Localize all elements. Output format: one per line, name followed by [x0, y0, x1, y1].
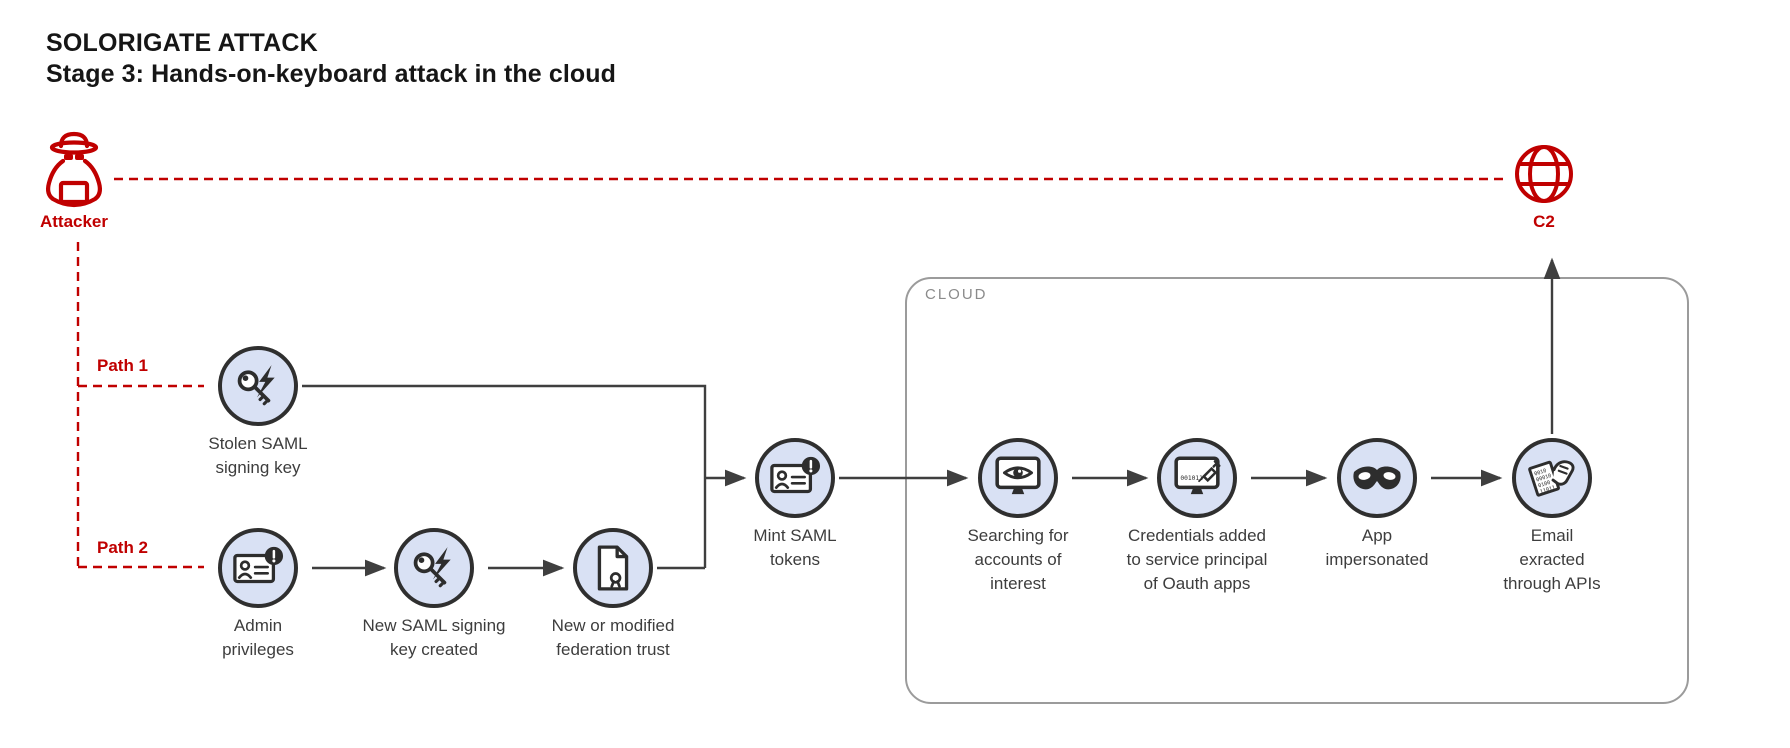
merge-connector [302, 384, 707, 570]
node-label-federation-trust: New or modified federation trust [551, 616, 675, 659]
attacker-spy-icon [46, 131, 102, 208]
node-mint-saml-tokens [755, 438, 835, 518]
node-label-app-impersonated: App impersonated [1325, 526, 1429, 569]
attacker-label: Attacker [39, 212, 109, 231]
flow-connectors [302, 257, 1561, 577]
binary-row: 0010 [1534, 468, 1548, 478]
path2-label: Path 2 [97, 538, 149, 557]
node-label-searching-accounts: Searching for accounts of interest [967, 526, 1069, 593]
binary-row: 0100 [1537, 480, 1551, 490]
attacker-dashed-lines [76, 177, 1508, 569]
node-federation-trust [573, 528, 653, 608]
document-hand-icon: 0010 00010 0100 11011 [1528, 460, 1575, 497]
title-line-2: Stage 3: Hands-on-keyboard attack in the… [46, 60, 616, 88]
binary-row: 11011 [1539, 485, 1556, 496]
c2-globe-icon [1515, 145, 1573, 203]
monitor-syringe-icon: 001011 [1174, 456, 1221, 495]
node-credentials-added: 001011 [1157, 438, 1237, 518]
path1-label: Path 1 [97, 356, 149, 375]
certificate-document-icon [597, 545, 629, 591]
node-label-credentials-added: Credentials added to service principal o… [1126, 526, 1268, 593]
node-label-admin-privileges: Admin privileges [222, 616, 294, 659]
node-searching-accounts [978, 438, 1058, 518]
node-new-saml-signing-key [394, 528, 474, 608]
node-label-stolen-saml: Stolen SAML signing key [208, 434, 308, 477]
node-app-impersonated [1337, 438, 1417, 518]
id-card-alert-icon [770, 456, 821, 494]
mask-icon [1353, 466, 1401, 490]
key-lightning-icon [413, 547, 451, 588]
monitor-eye-icon [995, 456, 1041, 495]
binary-row: 00010 [1536, 473, 1553, 484]
key-lightning-icon [237, 365, 275, 406]
spy-glasses [64, 154, 84, 160]
diagram-title: SOLORIGATE ATTACK Stage 3: Hands-on-keyb… [46, 28, 616, 90]
cloud-label: CLOUD [925, 286, 988, 303]
cloud-boundary-box: CLOUD [905, 277, 1689, 704]
node-label-mint-saml-tokens: Mint SAML tokens [753, 526, 837, 569]
binary-text: 001011 [1180, 475, 1203, 482]
node-label-new-saml-key: New SAML signing key created [362, 616, 506, 659]
node-label-email-extracted: Email exracted through APIs [1503, 526, 1601, 593]
c2-label: C2 [1533, 212, 1555, 231]
node-admin-privileges [218, 528, 298, 608]
id-card-alert-icon [233, 546, 284, 584]
title-line-1: SOLORIGATE ATTACK [46, 29, 318, 57]
node-email-extracted: 0010 00010 0100 11011 [1512, 438, 1592, 518]
node-stolen-saml-signing-key [218, 346, 298, 426]
